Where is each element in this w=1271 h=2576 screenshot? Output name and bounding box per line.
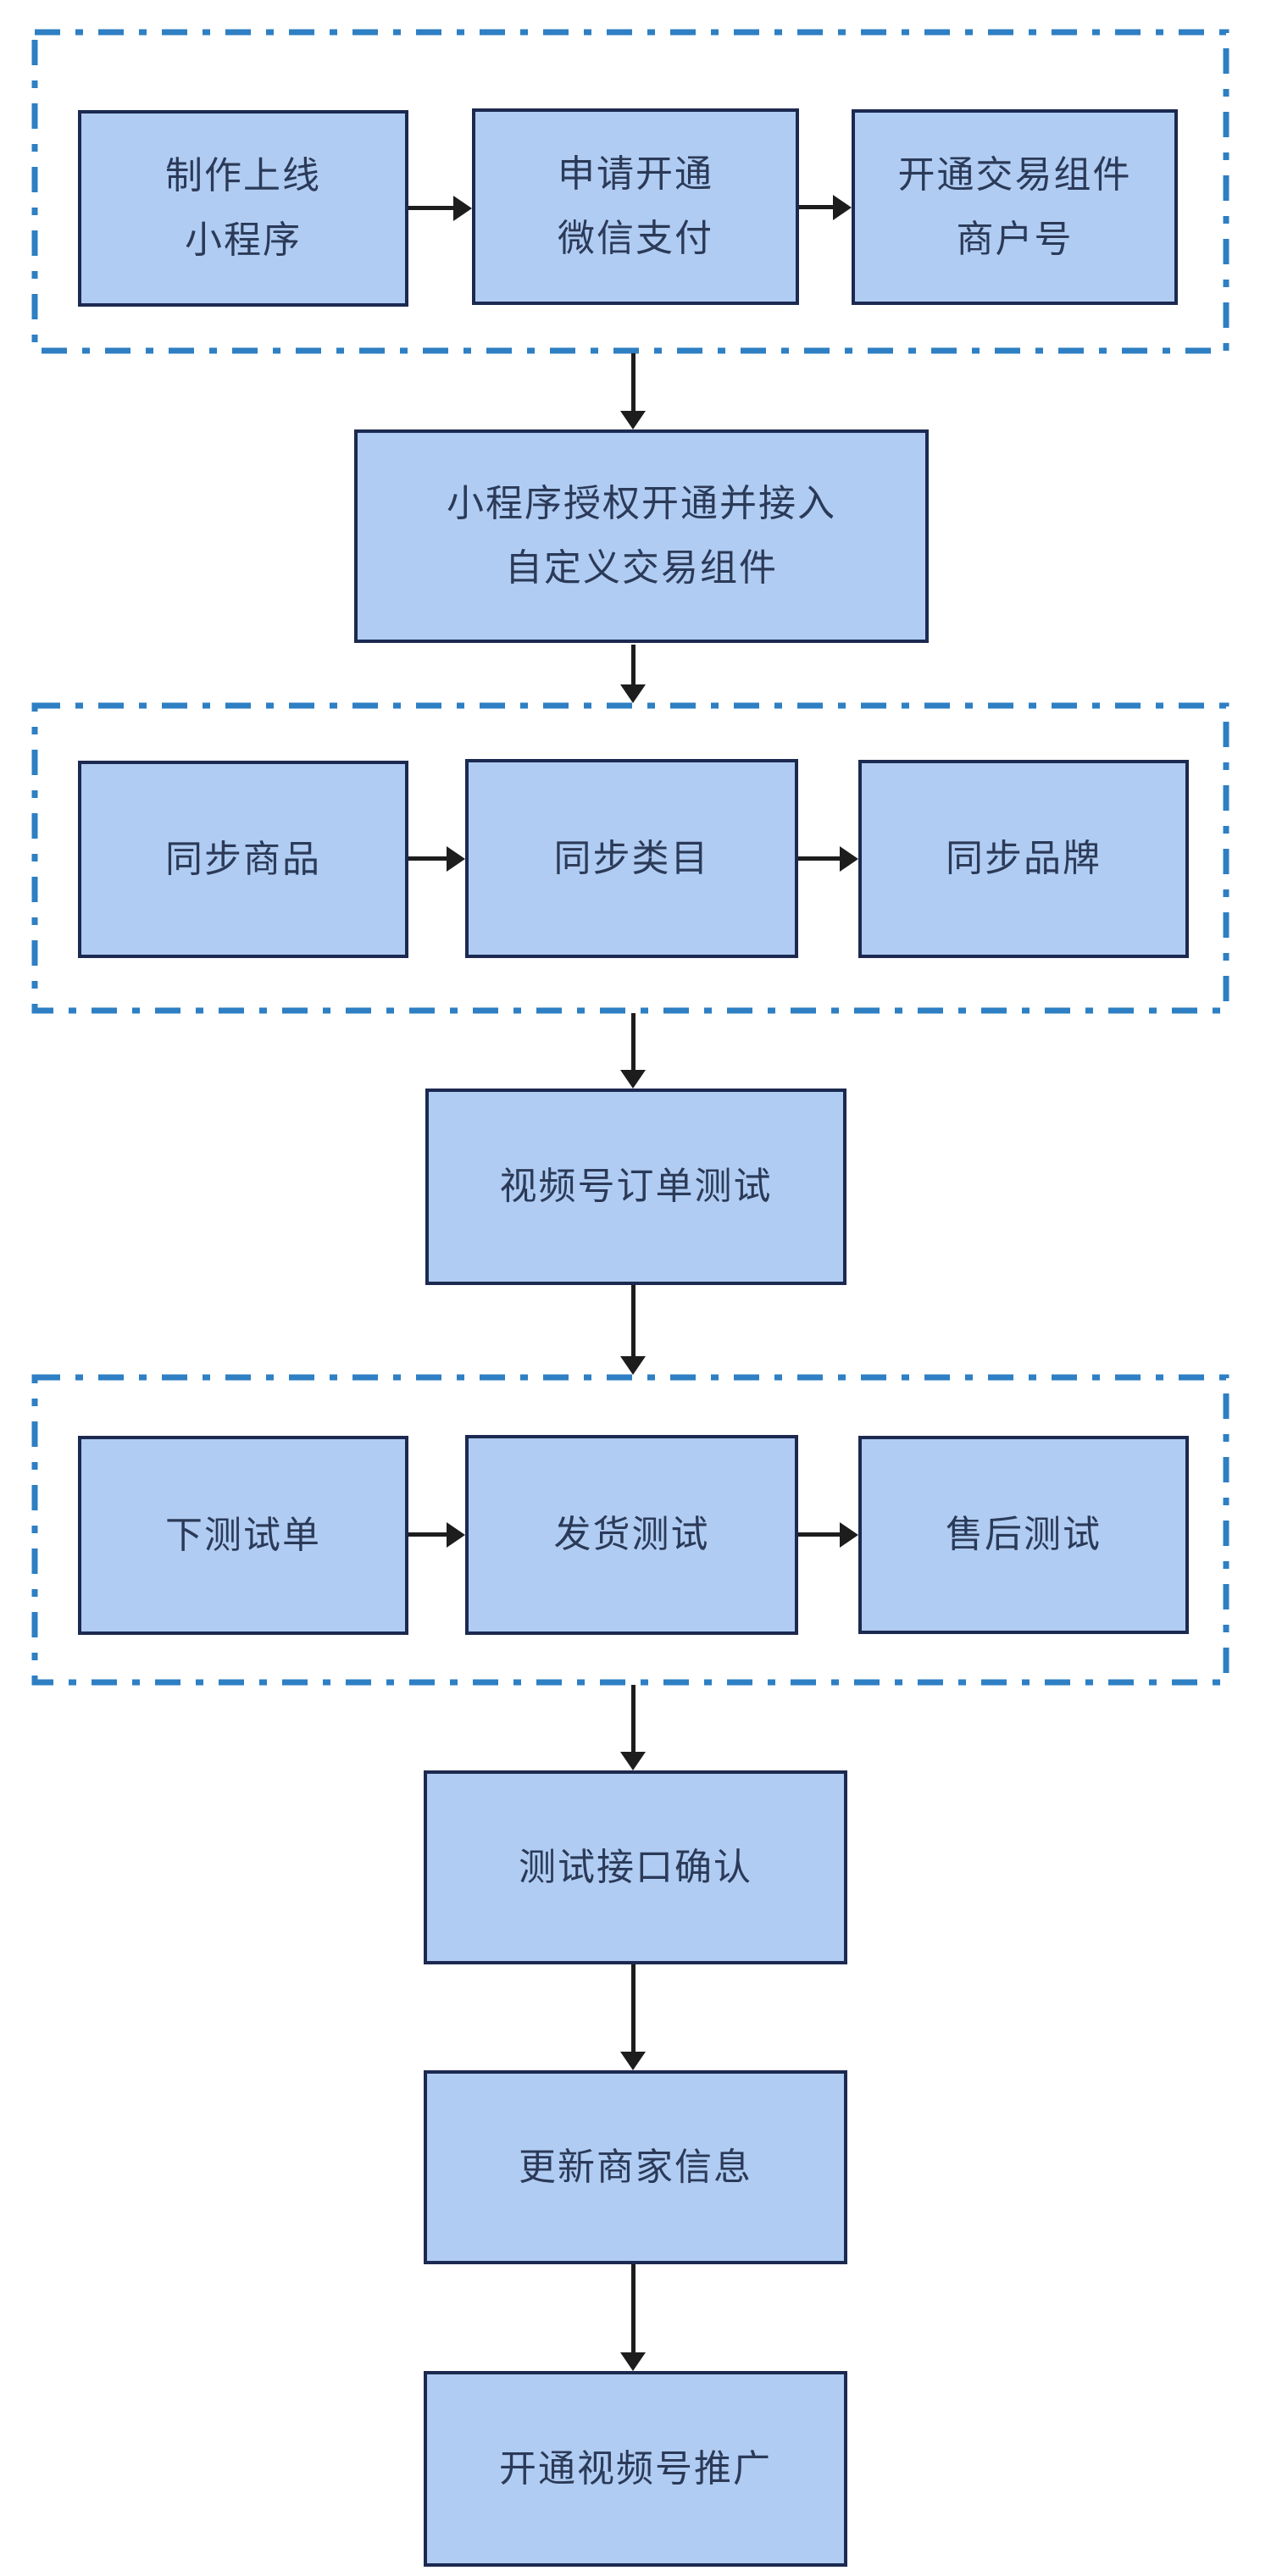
- node-open-trade-component-merchant-id: 开通交易组件 商户号: [852, 109, 1178, 305]
- node-update-merchant-info: 更新商家信息: [424, 2070, 847, 2264]
- node-authorize-and-integrate-custom-trade-component: 小程序授权开通并接入 自定义交易组件: [354, 429, 929, 643]
- node-test-api-confirmation: 测试接口确认: [424, 1770, 847, 1964]
- node-channels-order-test: 视频号订单测试: [425, 1089, 846, 1285]
- node-place-test-order: 下测试单: [78, 1436, 408, 1635]
- node-shipping-test: 发货测试: [465, 1435, 798, 1635]
- node-after-sales-test: 售后测试: [858, 1436, 1189, 1634]
- node-build-launch-miniprogram: 制作上线 小程序: [78, 110, 408, 307]
- node-sync-products: 同步商品: [78, 761, 408, 958]
- node-apply-wechat-pay: 申请开通 微信支付: [472, 108, 799, 305]
- node-enable-channels-promotion: 开通视频号推广: [424, 2371, 847, 2567]
- node-sync-brands: 同步品牌: [858, 760, 1189, 958]
- node-sync-categories: 同步类目: [465, 759, 798, 958]
